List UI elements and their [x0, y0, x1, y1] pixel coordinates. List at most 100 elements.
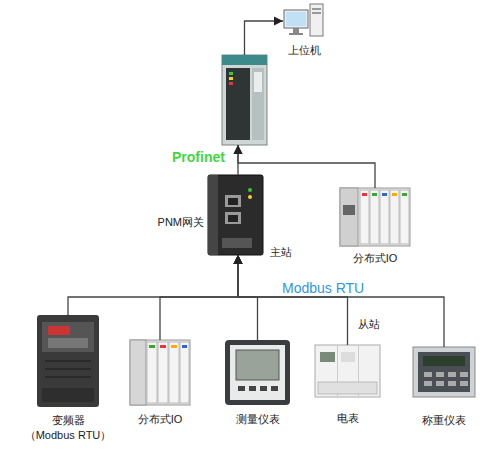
meter-button	[249, 386, 256, 391]
connector	[245, 21, 284, 55]
terminal-strip	[318, 382, 377, 394]
connector	[160, 255, 238, 340]
io-port	[343, 205, 355, 215]
plc-body	[222, 55, 267, 145]
status-led	[248, 195, 252, 199]
computer-icon	[284, 4, 323, 36]
remote-io-icon	[130, 340, 190, 405]
io-led	[392, 193, 397, 196]
device-node: 测量仪表	[225, 340, 290, 405]
weigher-face	[418, 352, 470, 392]
energy-meter-icon	[315, 345, 380, 397]
io-slice	[169, 342, 179, 403]
device-node: 分布式IO	[340, 188, 410, 246]
io-led	[362, 193, 367, 196]
bus-label: Profinet	[172, 149, 225, 165]
weigher-body	[413, 347, 475, 397]
io-slice	[370, 190, 379, 244]
io-slice	[360, 190, 369, 244]
weigher-key	[424, 381, 432, 386]
monitor-base	[289, 33, 303, 35]
connector	[238, 145, 375, 188]
device-node	[222, 55, 267, 145]
connector	[238, 255, 348, 345]
vfd-body	[37, 315, 99, 407]
vfd-icon	[37, 315, 99, 407]
vent-line	[45, 368, 91, 370]
role-label: 从站	[358, 317, 380, 331]
plc-top	[222, 55, 267, 65]
device-label: 称重仪表	[422, 413, 466, 427]
panel-meter-icon	[225, 340, 290, 405]
io-led	[402, 193, 407, 196]
io-led	[382, 193, 387, 196]
monitor-frame	[284, 10, 308, 28]
drive-slot	[312, 12, 321, 14]
io-base	[130, 340, 190, 405]
gateway-side	[208, 175, 218, 255]
io-led	[171, 345, 177, 348]
ethernet-port	[225, 195, 241, 207]
remote-io-icon	[340, 188, 410, 246]
weigher-key	[448, 381, 456, 386]
device-label: 主站	[270, 245, 292, 259]
pc-tower	[310, 4, 323, 36]
plc-icon	[222, 55, 267, 145]
io-slice	[147, 342, 157, 403]
meter-face	[230, 345, 285, 400]
connector-layer	[68, 21, 444, 347]
io-slice	[380, 190, 389, 244]
port-socket	[228, 215, 238, 222]
plc-tag	[254, 72, 262, 92]
device-label: 上位机	[288, 43, 321, 57]
io-slice	[400, 190, 409, 244]
monitor-screen	[286, 12, 306, 26]
connector	[68, 255, 238, 315]
weigher-key	[424, 372, 432, 377]
port-socket	[228, 198, 238, 205]
gateway-icon	[208, 175, 263, 255]
weigher-key	[448, 372, 456, 377]
io-led	[149, 345, 155, 348]
terminal-block	[222, 238, 252, 248]
weigher-key	[460, 372, 468, 377]
weighing-indicator-icon	[413, 347, 475, 397]
device-node: PNM网关主站	[208, 175, 263, 255]
energy-plate	[341, 352, 355, 362]
device-label: （Modbus RTU）	[25, 428, 112, 442]
device-node: 电表	[315, 345, 380, 397]
io-slice	[390, 190, 399, 244]
vfd-display	[48, 326, 70, 335]
energy-display	[320, 352, 335, 362]
device-label: 电表	[337, 411, 359, 425]
bus-label: Modbus RTU	[282, 280, 364, 296]
device-node: 变频器（Modbus RTU）	[37, 315, 99, 407]
meter-button	[260, 386, 267, 391]
device-node: 上位机	[283, 3, 325, 39]
meter-button	[238, 386, 245, 391]
io-head	[130, 340, 146, 405]
weigher-key	[436, 381, 444, 386]
vfd-keypad	[48, 338, 88, 348]
energy-meter-body	[315, 345, 380, 397]
io-slice	[158, 342, 168, 403]
vent-line	[45, 376, 91, 378]
meter-screen	[236, 350, 279, 380]
drive-slot	[312, 8, 321, 10]
status-led	[229, 82, 233, 85]
device-node: 分布式IO	[130, 340, 190, 405]
status-led	[229, 77, 233, 80]
meter-bezel	[225, 340, 290, 405]
status-led	[248, 188, 252, 192]
io-led	[182, 345, 187, 348]
connector	[238, 255, 444, 347]
gateway-body	[208, 175, 263, 255]
vent-line	[45, 360, 91, 362]
device-node: 称重仪表	[413, 347, 475, 397]
weigher-key	[436, 372, 444, 377]
io-led	[372, 193, 377, 196]
ethernet-port	[225, 212, 241, 224]
weigher-key	[460, 381, 468, 386]
